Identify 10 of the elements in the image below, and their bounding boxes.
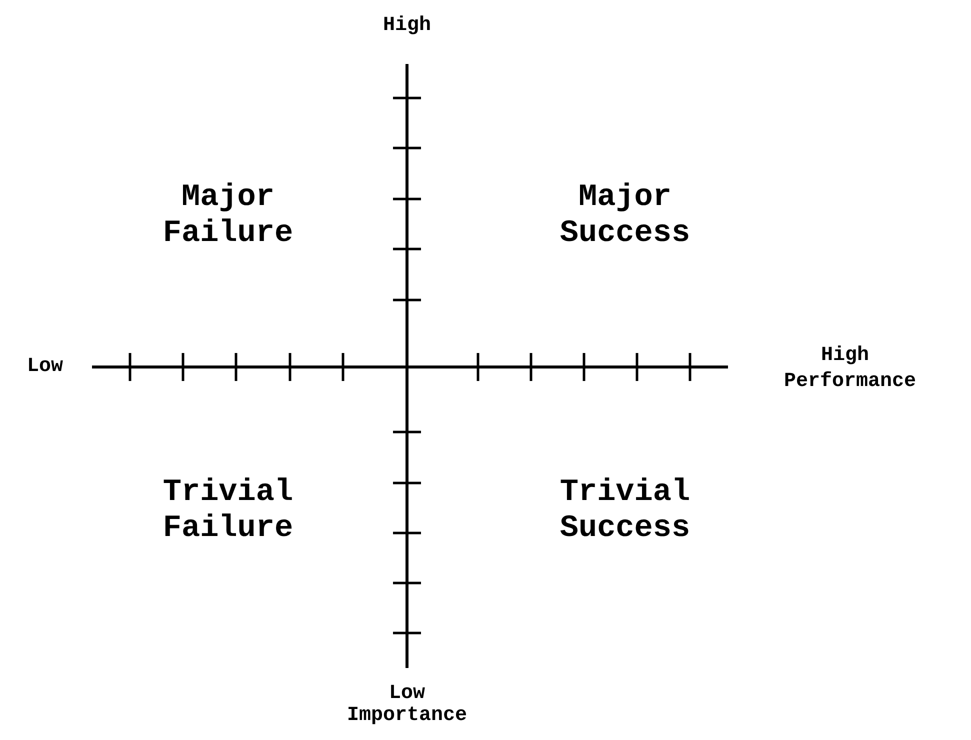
axis-end-label: High <box>383 14 431 37</box>
axis-title: Performance <box>784 370 916 393</box>
quadrant-label: Major Success <box>558 180 692 252</box>
axis-end-label: High <box>821 344 869 367</box>
quadrant-label: Major Failure <box>162 180 294 252</box>
quadrant-label: Trivial Failure <box>162 475 294 546</box>
axis-title: Importance <box>346 704 468 727</box>
quadrant-label: Trivial Success <box>558 475 692 546</box>
axis-end-label: Low <box>389 682 425 705</box>
axis-end-label: Low <box>27 355 63 378</box>
